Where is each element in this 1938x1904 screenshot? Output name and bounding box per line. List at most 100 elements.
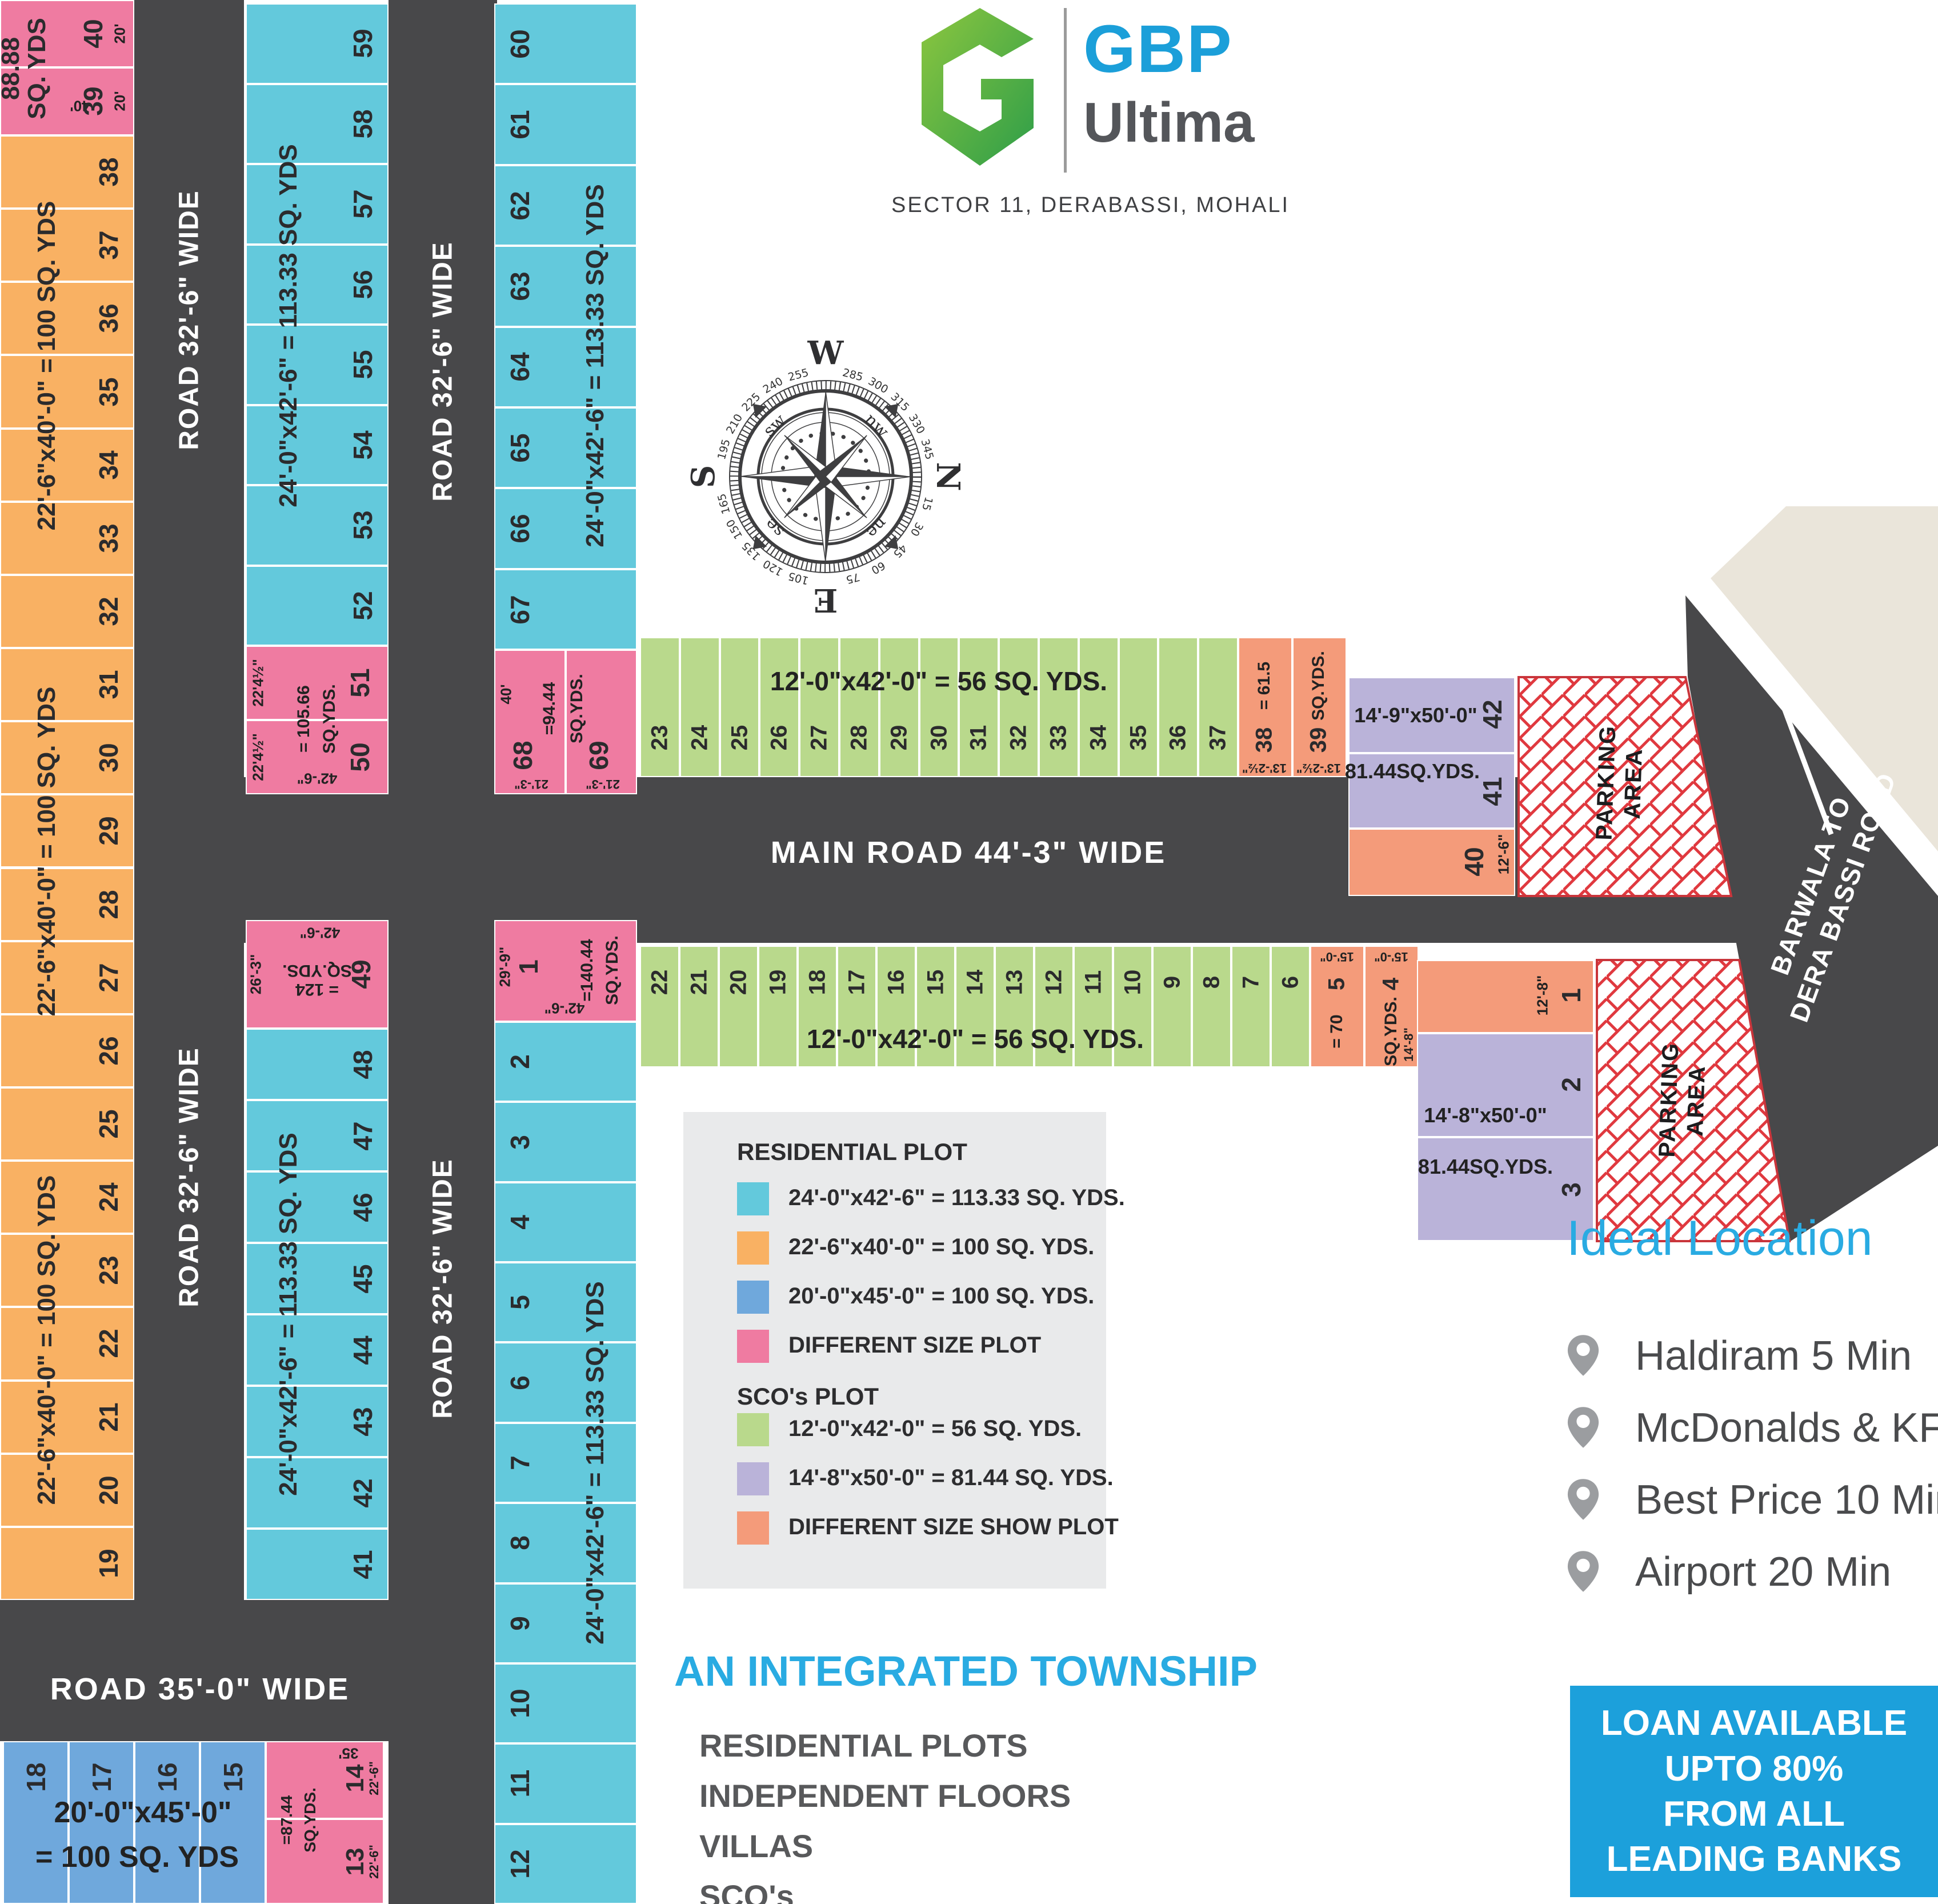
plot-number: 41 xyxy=(1477,777,1507,806)
plot-cell xyxy=(494,1583,637,1663)
location-pin-icon xyxy=(1567,1479,1599,1520)
plot-cell xyxy=(1292,637,1347,777)
plot-cell xyxy=(0,941,134,1014)
plot-number: 33 xyxy=(1046,725,1071,751)
plot-cell xyxy=(494,407,637,489)
plot-cell xyxy=(0,67,134,135)
brand-gbp: GBP xyxy=(1083,11,1233,87)
dim-label: 14'-8" xyxy=(1402,1027,1416,1062)
plot-number: 31 xyxy=(966,725,991,751)
plot-number: 9 xyxy=(505,1615,535,1631)
plot-number: 52 xyxy=(348,591,378,621)
barwala-road-band xyxy=(1685,595,1938,1241)
plot-number: 12 xyxy=(505,1849,535,1879)
plot-cell xyxy=(246,1314,389,1386)
plot-number: 54 xyxy=(348,430,378,460)
plot-number: 50 xyxy=(345,742,375,772)
plot-number: 8 xyxy=(1199,975,1224,989)
road-label: ROAD 32'-6" WIDE xyxy=(427,1158,458,1419)
plot-cell xyxy=(0,428,134,502)
plot-cell xyxy=(246,1171,389,1243)
plot-number: 14 xyxy=(962,969,987,995)
plot-cell xyxy=(995,946,1034,1067)
area-label: SQ.YDS. xyxy=(603,935,622,1005)
plot-cell xyxy=(640,637,680,777)
plot-cell xyxy=(758,946,798,1067)
plot-cell xyxy=(494,246,637,327)
plot-number: 42 xyxy=(348,1478,378,1508)
logo-divider xyxy=(1064,8,1067,173)
plot-number: 11 xyxy=(505,1770,535,1798)
location-pin-icon xyxy=(1567,1551,1599,1592)
legend-row-label: 22'-6"x40'-0" = 100 SQ. YDS. xyxy=(788,1234,1095,1259)
plot-cell xyxy=(246,325,389,405)
plot-cell xyxy=(246,1386,389,1457)
dim-label: 42'-6" xyxy=(299,924,341,942)
dim-label: 22'-6" xyxy=(367,1761,381,1795)
dim-label: 22'-6" xyxy=(367,1845,381,1879)
plot-number: 24 xyxy=(94,1182,123,1212)
compass-degree-label: 120 xyxy=(761,557,785,578)
plot-cell xyxy=(1039,637,1079,777)
plot-cell xyxy=(0,135,134,209)
plot-number: 24 xyxy=(687,725,712,751)
plot-cell xyxy=(246,1029,389,1100)
compass-n: N xyxy=(929,462,963,491)
plot-cell xyxy=(246,565,389,646)
legend-row-label: 12'-0"x42'-0" = 56 SQ. YDS. xyxy=(788,1416,1082,1441)
township-item: SCO's xyxy=(699,1878,794,1904)
plot-number: 45 xyxy=(348,1263,378,1294)
plot-cell xyxy=(798,946,837,1067)
plot-number: 15 xyxy=(923,969,948,995)
plot-number: 27 xyxy=(806,725,832,751)
step-size-label: 81.44SQ.YDS. xyxy=(1418,1155,1553,1178)
plot-number: 40 xyxy=(1459,847,1489,877)
plot-number: 18 xyxy=(804,969,830,995)
main-road-label: MAIN ROAD 44'-3" WIDE xyxy=(770,835,1167,870)
step-size-label: 14'-9"x50'-0" xyxy=(1354,703,1477,727)
compass-w: W xyxy=(807,338,844,372)
plot-number: 43 xyxy=(348,1406,378,1437)
blue-size-label: 20'-0"x45'-0" xyxy=(54,1796,232,1829)
compass-degree-label: 210 xyxy=(724,412,745,436)
blue-size-label: = 100 SQ. YDS xyxy=(35,1841,239,1874)
plot-number: 27 xyxy=(94,963,123,993)
orange-group-label: 22'-6"x40'-0" = 100 SQ. YDS xyxy=(33,686,61,1017)
plot-cell xyxy=(494,165,637,246)
plot-number: 13 xyxy=(341,1847,369,1876)
plot-cell xyxy=(640,946,679,1067)
plot-cell xyxy=(246,244,389,325)
plot-cell xyxy=(0,867,134,941)
plot-cell xyxy=(266,1819,384,1904)
legend-heading-sco: SCO's PLOT xyxy=(737,1383,879,1410)
compass-degree-label: 345 xyxy=(918,438,936,461)
plot-number: 49 xyxy=(346,959,376,989)
plot-number: 38 xyxy=(94,157,123,187)
dim-label: 26'-3" xyxy=(247,954,265,995)
legend-swatch xyxy=(737,1462,769,1495)
township-item: RESIDENTIAL PLOTS xyxy=(699,1727,1028,1763)
plot-number: 58 xyxy=(348,109,378,139)
plot-cell xyxy=(0,1234,134,1307)
plot-cell xyxy=(494,1422,637,1503)
plot-number: 20 xyxy=(94,1475,123,1505)
plot-number: 37 xyxy=(1205,725,1231,751)
plot-number: 7 xyxy=(1238,975,1263,989)
plot-cell xyxy=(0,501,134,575)
plot-cell xyxy=(0,648,134,722)
dim-label: 42'-6" xyxy=(297,770,338,787)
road-label: ROAD 32'-6" WIDE xyxy=(174,1047,205,1307)
compass-s: S xyxy=(688,465,722,488)
compass-degree-label: 105 xyxy=(787,569,810,587)
far-roadside-area xyxy=(1711,506,1938,851)
plot-number: 8 xyxy=(505,1535,535,1551)
plot-cell xyxy=(494,1102,637,1182)
plot-cell xyxy=(1348,753,1515,829)
dim-label: 15'-0" xyxy=(1320,950,1354,964)
plot-cell xyxy=(0,1087,134,1161)
plot-number: 30 xyxy=(94,743,123,773)
